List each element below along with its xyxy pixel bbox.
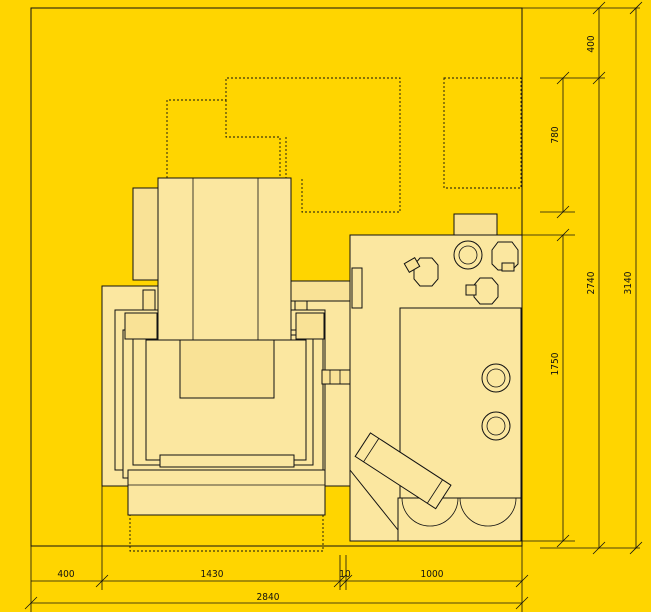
right-dimensions: [522, 1, 643, 555]
gauge-upper: [481, 363, 511, 393]
dim-label-2840: 2840: [257, 592, 280, 603]
chip-conveyor: [354, 432, 452, 510]
dashed-footprint-bottom: [129, 514, 324, 552]
control-cabinet: [349, 213, 523, 542]
dim-label-1430: 1430: [201, 569, 224, 580]
dashed-footprint-right: [443, 77, 522, 189]
chip-bins: [397, 497, 522, 542]
dim-label-2740: 2740: [586, 271, 597, 294]
pump-circle: [453, 240, 483, 270]
machine-front-rail: [127, 469, 326, 516]
motor-octagon-small: [473, 277, 499, 305]
gauge-lower: [481, 411, 511, 441]
machine-body: [101, 177, 401, 516]
dim-label-1750: 1750: [550, 352, 561, 375]
dim-label-3140: 3140: [623, 271, 634, 294]
dim-label-1000: 1000: [421, 569, 444, 580]
dim-label-10: 10: [339, 569, 351, 580]
spindle-housing: [179, 337, 275, 399]
bottom-dimensions: [24, 486, 529, 612]
dashed-footprint-main: [166, 77, 401, 213]
dashed-footprint-inner: [225, 100, 281, 178]
dashed-footprints: [129, 77, 522, 552]
column-side: [132, 187, 159, 281]
dim-label-400-bottom: 400: [57, 569, 74, 580]
dim-label-400-right: 400: [586, 35, 597, 52]
column: [157, 177, 292, 341]
cabinet-top-box: [453, 213, 498, 236]
dim-label-780: 780: [550, 126, 561, 143]
